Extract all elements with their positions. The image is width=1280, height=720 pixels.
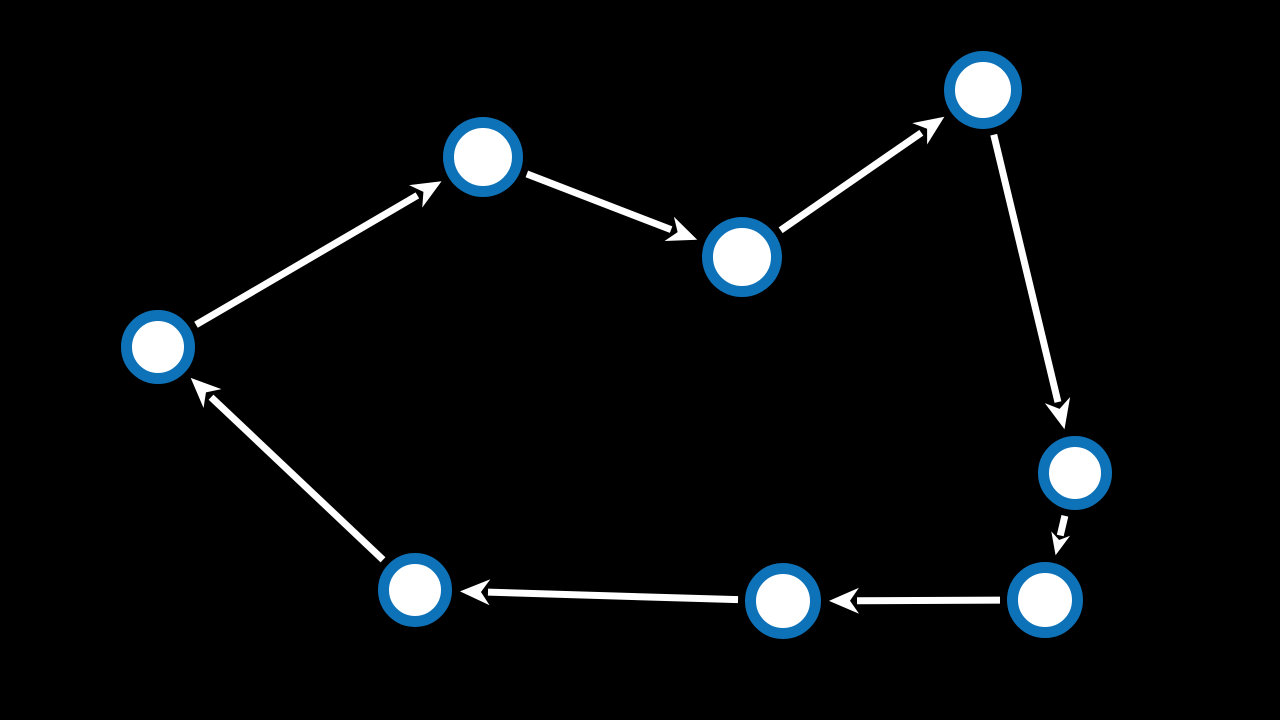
graph-node[interactable] — [1038, 436, 1112, 510]
node-ring — [378, 553, 452, 627]
edge-shaft — [990, 133, 1062, 403]
node-ring — [745, 563, 821, 639]
graph-node[interactable] — [443, 117, 523, 197]
edge-shaft — [778, 129, 924, 234]
graph-edge[interactable] — [459, 579, 739, 606]
graph-edge[interactable] — [190, 377, 386, 563]
node-ring — [1038, 436, 1112, 510]
graph-edge[interactable] — [778, 116, 945, 234]
nodes-layer — [121, 51, 1112, 639]
edge-shaft — [525, 170, 673, 233]
graph-node[interactable] — [1007, 562, 1083, 638]
node-ring — [443, 117, 523, 197]
edge-arrowhead — [1051, 531, 1071, 556]
graph-edge[interactable] — [1051, 515, 1071, 556]
edge-arrowhead — [459, 579, 491, 606]
node-ring — [1007, 562, 1083, 638]
node-ring — [944, 51, 1022, 129]
graph-edge[interactable] — [990, 133, 1071, 430]
edge-shaft — [487, 588, 739, 604]
graph-edge[interactable] — [194, 181, 442, 328]
edge-arrowhead — [409, 181, 442, 208]
graph-edge[interactable] — [525, 170, 698, 242]
node-ring — [702, 217, 782, 297]
graph-node[interactable] — [944, 51, 1022, 129]
edges-layer — [190, 116, 1071, 614]
edge-shaft — [194, 192, 420, 328]
graph-node[interactable] — [745, 563, 821, 639]
edge-arrowhead — [912, 116, 945, 145]
graph-node[interactable] — [702, 217, 782, 297]
edge-shaft — [208, 394, 386, 563]
edge-shaft — [856, 596, 1001, 605]
edge-arrowhead — [1044, 397, 1071, 430]
node-ring — [121, 310, 195, 384]
edge-arrowhead — [664, 216, 698, 242]
graph-edge[interactable] — [828, 587, 1001, 614]
edge-arrowhead — [190, 377, 222, 408]
edge-arrowhead — [828, 587, 860, 614]
edge-shaft — [1056, 515, 1069, 537]
graph-node[interactable] — [378, 553, 452, 627]
graph-node[interactable] — [121, 310, 195, 384]
